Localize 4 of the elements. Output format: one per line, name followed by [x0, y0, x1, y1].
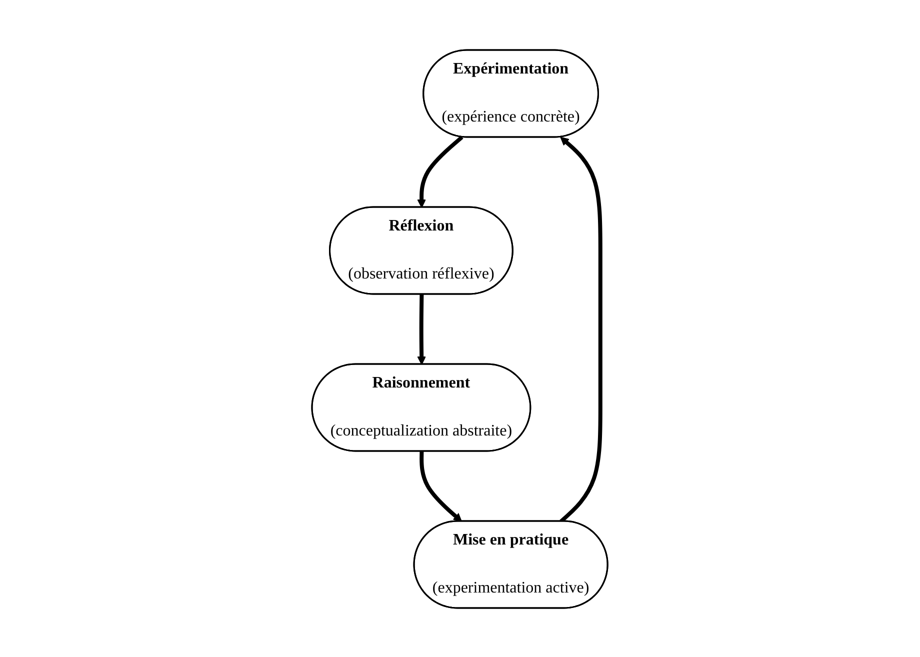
arrow [417, 135, 464, 208]
arrow [420, 450, 462, 522]
arrow [417, 294, 426, 364]
arrow [560, 136, 603, 522]
